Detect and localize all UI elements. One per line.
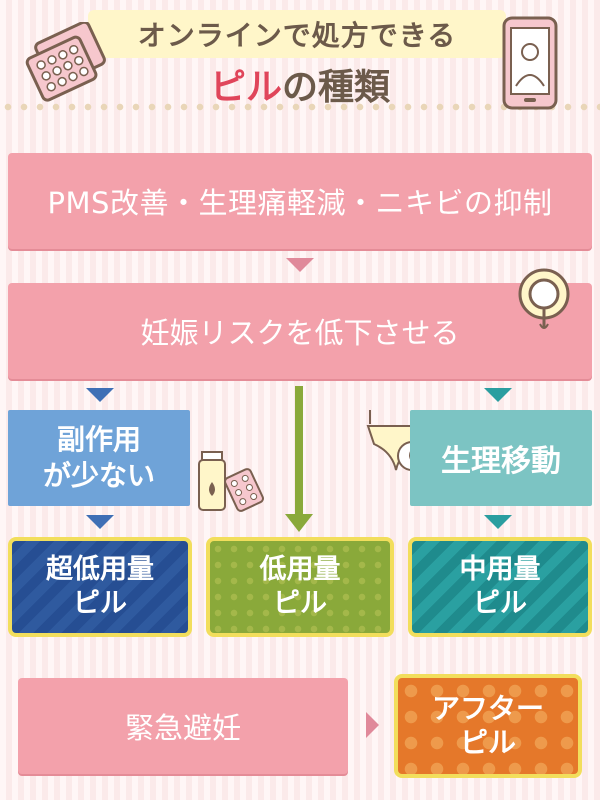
- arrow-down-icon: [484, 515, 512, 529]
- ring-icon: [518, 268, 570, 329]
- ultra-low-line2: ピル: [73, 588, 127, 619]
- arrow-down-icon: [285, 514, 313, 532]
- arrow-down-icon: [484, 388, 512, 402]
- header-subtitle: オンラインで処方できる: [88, 10, 506, 58]
- pill-pack-icon: [25, 22, 106, 102]
- medium-line1: 中用量: [459, 554, 541, 585]
- smartphone-doctor-icon: [502, 16, 558, 110]
- ultra-low-dose-pill-box: 超低用量 ピル: [8, 537, 192, 637]
- medicine-bottle-icon: [198, 451, 264, 512]
- contraception-bar: 妊娠リスクを低下させる: [8, 283, 592, 379]
- arrow-down-icon: [286, 258, 314, 272]
- low-dose-pill-box: 低用量 ピル: [206, 537, 394, 637]
- arrow-shaft: [295, 386, 303, 516]
- low-side-effects-line2: が少ない: [42, 459, 155, 492]
- arrow-down-icon: [86, 388, 114, 402]
- emergency-contraception-box: 緊急避妊: [18, 678, 348, 774]
- arrow-down-icon: [86, 515, 114, 529]
- after-pill-box: アフター ピル: [394, 674, 582, 778]
- period-shift-box: 生理移動: [410, 410, 592, 506]
- low-side-effects-line1: 副作用: [56, 423, 141, 456]
- ultra-low-line1: 超低用量: [46, 554, 154, 585]
- medium-line2: ピル: [473, 588, 527, 619]
- medium-dose-pill-box: 中用量 ピル: [408, 537, 592, 637]
- arrow-right-icon: [366, 712, 379, 738]
- after-pill-line1: アフター: [431, 692, 544, 725]
- low-line2: ピル: [273, 588, 327, 619]
- after-pill-line2: ピル: [459, 726, 516, 759]
- header-divider: [0, 100, 600, 114]
- low-line1: 低用量: [259, 554, 341, 585]
- benefits-bar: PMS改善・生理痛軽減・ニキビの抑制: [8, 153, 592, 249]
- low-side-effects-box: 副作用 が少ない: [8, 410, 190, 506]
